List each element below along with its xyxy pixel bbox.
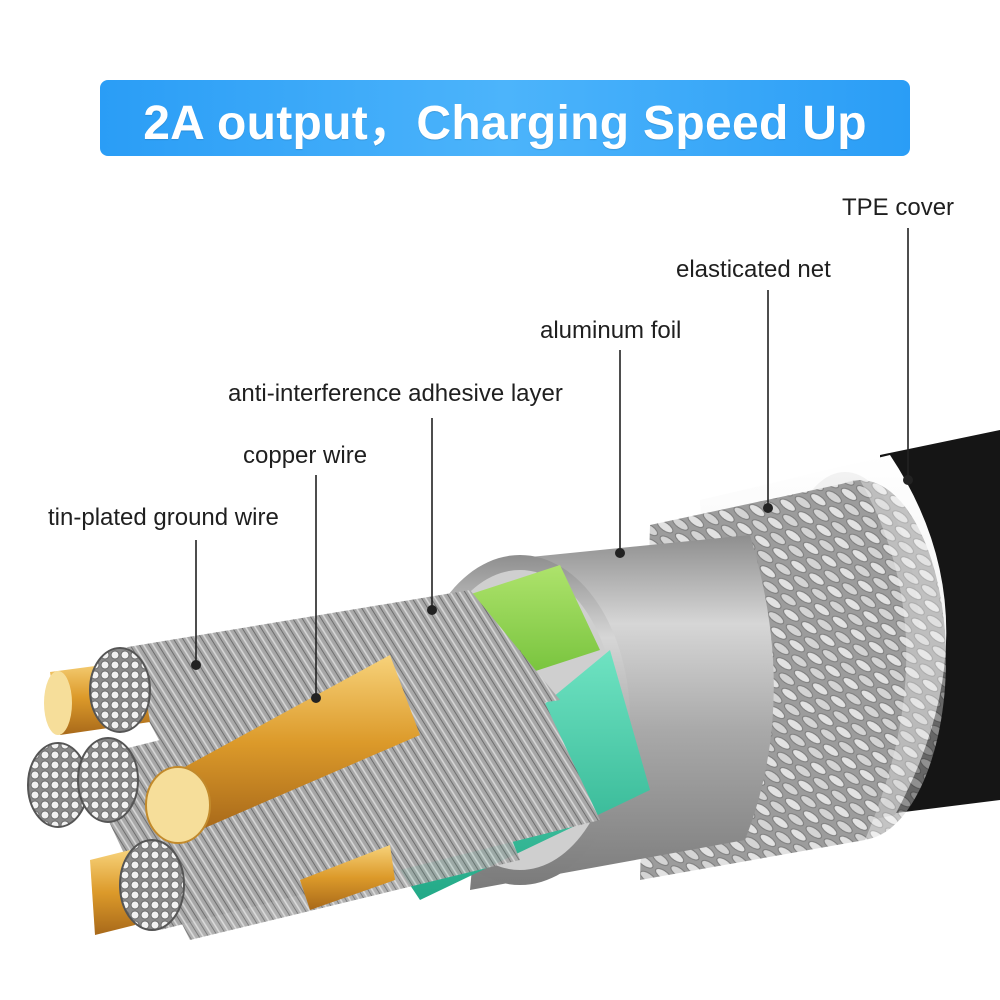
leader-dot-adhesive-layer bbox=[427, 605, 437, 615]
label-adhesive-layer: anti-interference adhesive layer bbox=[228, 380, 563, 407]
title-banner: 2A output，Charging Speed Up bbox=[100, 80, 910, 156]
leader-dot-elasticated-net bbox=[763, 503, 773, 513]
leader-dot-aluminum-foil bbox=[615, 548, 625, 558]
strand-bundles bbox=[80, 590, 600, 940]
leader-dot-copper-wire bbox=[311, 693, 321, 703]
banner-title: 2A output，Charging Speed Up bbox=[143, 97, 867, 150]
strand-end-faces bbox=[27, 647, 185, 931]
label-aluminum-foil: aluminum foil bbox=[540, 317, 682, 344]
label-elasticated-net: elasticated net bbox=[676, 256, 831, 283]
leader-lines bbox=[191, 228, 913, 703]
leader-dot-tpe-cover bbox=[903, 475, 913, 485]
label-ground-wire: tin-plated ground wire bbox=[48, 504, 279, 531]
leader-dot-ground-wire bbox=[191, 660, 201, 670]
label-copper-wire: copper wire bbox=[243, 442, 368, 469]
label-tpe-cover: TPE cover bbox=[842, 194, 955, 221]
